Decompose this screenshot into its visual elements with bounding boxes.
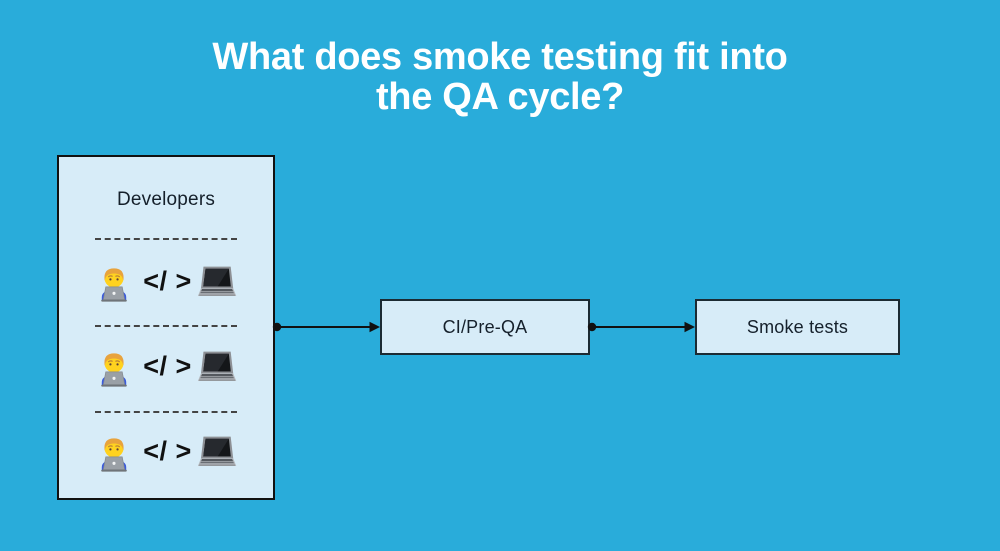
laptop-icon xyxy=(194,350,238,387)
developer-row: </ > xyxy=(59,431,273,475)
smoke-tests-label: Smoke tests xyxy=(746,316,849,337)
dashed-divider xyxy=(95,411,237,413)
smoke-tests-node: Smoke tests xyxy=(695,299,900,355)
code-tag-text: </ > xyxy=(143,265,192,296)
developers-label: Developers xyxy=(116,189,216,210)
dashed-divider xyxy=(95,238,237,240)
title-line-2: the QA cycle? xyxy=(375,75,625,118)
dashed-divider xyxy=(95,325,237,327)
arrowhead-icon xyxy=(684,321,695,333)
connector-developers-to-ci xyxy=(272,321,380,333)
laptop-icon xyxy=(194,265,238,302)
developer-row: </ > xyxy=(59,346,273,390)
ci-pre-qa-node: CI/Pre-QA xyxy=(380,299,590,355)
man-technologist-icon xyxy=(94,434,134,472)
code-tag-text: </ > xyxy=(143,435,192,466)
developer-row: </ > xyxy=(59,261,273,305)
laptop-icon xyxy=(194,435,238,472)
man-technologist-icon xyxy=(94,349,134,387)
developers-node: Developers </ > </ > </ > xyxy=(57,155,275,500)
title-line-1: What does smoke testing fit into xyxy=(212,36,788,78)
slide-title: What does smoke testing fit into the QA … xyxy=(0,36,1000,118)
man-technologist-icon xyxy=(94,264,134,302)
ci-pre-qa-label: CI/Pre-QA xyxy=(442,316,528,337)
code-tag-text: </ > xyxy=(143,350,192,381)
arrowhead-icon xyxy=(369,321,380,333)
connector-ci-to-smoke xyxy=(587,321,695,333)
